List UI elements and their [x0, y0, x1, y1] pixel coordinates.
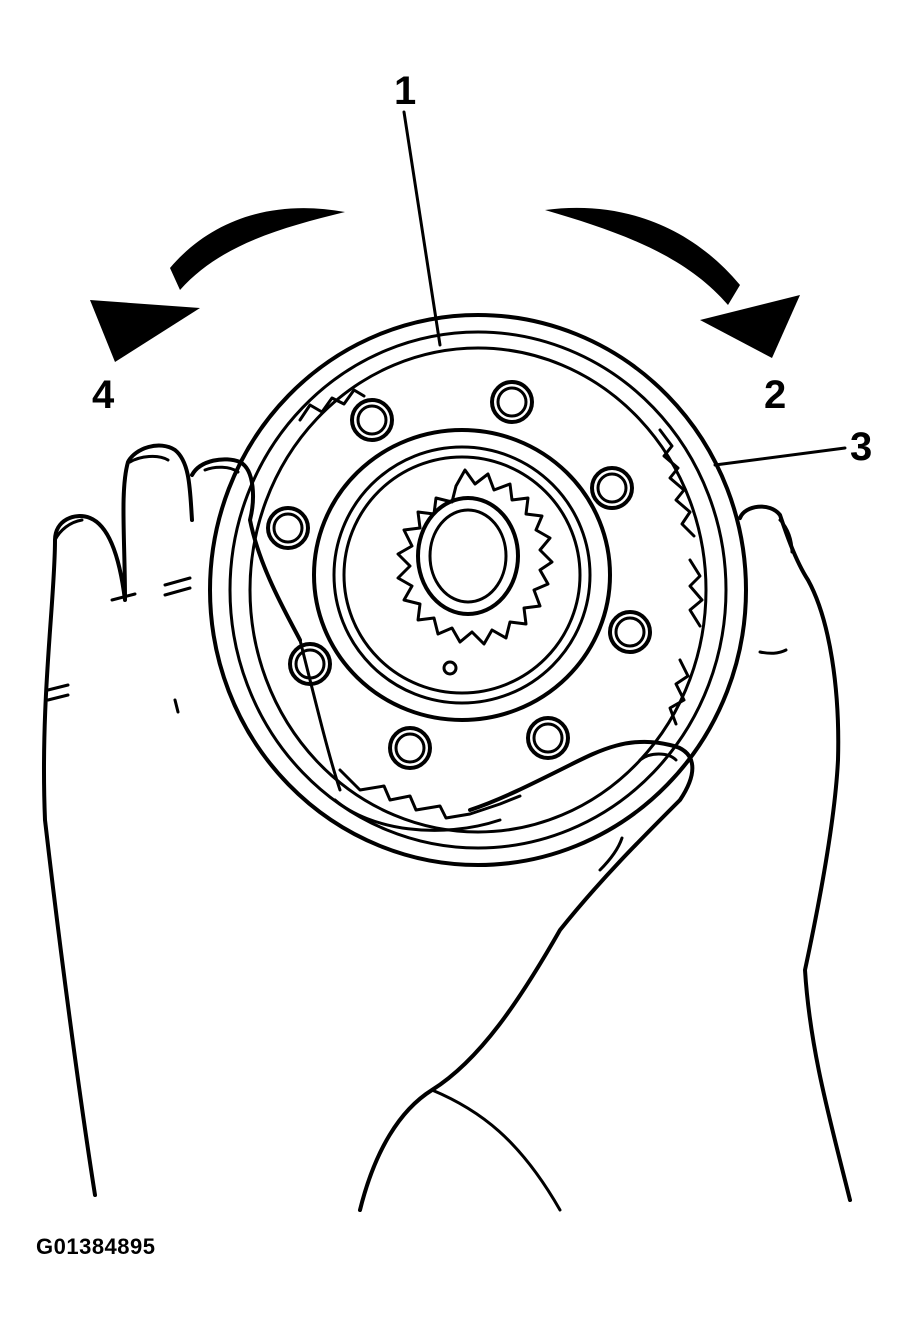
leader-line-3: [713, 446, 847, 467]
figure-code: G01384895: [36, 1234, 156, 1259]
inner-hub: [312, 428, 612, 722]
leader-lines: [402, 110, 847, 467]
callout-3: 3: [850, 425, 872, 469]
bolt-holes: [266, 380, 652, 770]
toothed-rim: [298, 388, 704, 832]
splined-gear: [396, 468, 554, 646]
outer-housing: [208, 313, 748, 867]
right-hand: [358, 504, 852, 1212]
callout-1: 1: [394, 69, 416, 113]
leader-line-1: [402, 110, 442, 347]
callout-4: 4: [92, 373, 115, 417]
rotate-left-arrow: [90, 208, 345, 362]
left-hand: [42, 443, 342, 1197]
callout-2: 2: [764, 373, 786, 417]
rotate-right-arrow: [545, 207, 800, 358]
